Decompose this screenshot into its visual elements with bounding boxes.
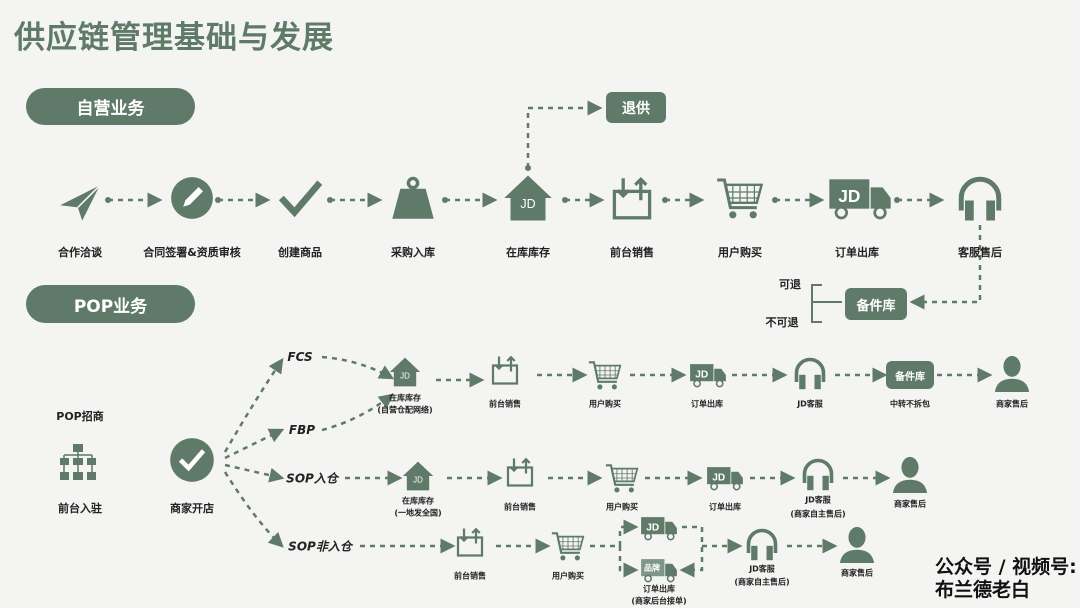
check-circle-icon [169,437,215,483]
node-label: JD客服 [805,495,831,505]
node-label: 用户购买 [552,571,584,581]
pop-recruit-label: POP招商 [56,410,104,423]
cart-icon [588,358,622,392]
step-label: 合同签署&资质审核 [143,246,241,259]
jd-truck-icon [689,361,727,389]
jd-truck-icon [640,514,678,542]
step-label: 在库库存 [506,246,550,259]
step-label: 用户购买 [718,246,762,259]
cart-icon [605,461,639,495]
headset-icon [744,526,780,562]
in-out-box-icon [455,525,485,559]
person-icon [993,354,1031,392]
channel-fbp: FBP [288,423,316,437]
node-note: (自营仓配网络) [377,405,433,415]
channel-fcs: FCS [287,350,313,364]
check-icon [278,176,322,220]
org-chart-icon [58,442,98,482]
step-label: 客服售后 [958,246,1002,259]
step-label: 创建商品 [278,246,322,259]
paper-plane-icon [58,181,102,225]
node-label: 订单出库 [643,584,675,594]
node-label: 订单出库 [709,502,741,512]
in-out-box-icon [490,353,520,387]
node-label: 用户购买 [589,399,621,409]
node-label: 商家售后 [894,499,926,509]
watermark-line1: 公众号 / 视频号: [935,556,1077,578]
in-out-box-icon [610,174,654,222]
channel-sop-in: SOP入仓 [286,471,338,486]
node-label: 商家售后 [841,568,873,578]
node-note: (商家后台接单) [631,596,687,606]
jd-warehouse-icon [402,460,434,492]
channel-sop-out: SOP非入仓 [288,539,352,554]
headset-icon [792,355,828,391]
person-icon [838,525,876,563]
step-label: 前台销售 [610,246,654,259]
page-title: 供应链管理基础与发展 [14,20,334,56]
node-note: (商家自主售后) [790,509,846,519]
pencil-icon [170,176,214,220]
node-label: 订单出库 [691,399,723,409]
node-label: 在库库存 [389,393,421,403]
node-label: JD客服 [749,564,775,574]
step-label: 订单出库 [835,246,879,259]
person-icon [891,455,929,493]
headset-icon [800,456,836,492]
jd-warehouse-icon [389,356,421,388]
node-label: 商家售后 [996,399,1028,409]
node-note: 中转不拆包 [890,399,930,409]
open-store-label: 商家开店 [170,502,214,515]
self-operated-header: 自营业务 [26,88,195,125]
cart-icon [716,174,764,222]
cart-icon [551,529,585,563]
weight-icon [390,175,436,221]
node-label: 前台销售 [504,502,536,512]
node-label: JD客服 [797,399,823,409]
node-label: 前台销售 [454,571,486,581]
headset-icon [955,173,1005,223]
spare-warehouse-box: 备件库 [845,288,907,320]
jd-truck-icon [706,464,744,492]
return-supply-box: 退供 [606,92,666,123]
step-label: 采购入库 [391,246,435,259]
node-label: 在库库存 [402,496,434,506]
jd-truck-icon [828,174,892,222]
node-note: (商家自主售后) [734,577,790,587]
non-returnable-label: 不可退 [765,316,799,329]
returnable-label: 可退 [779,278,801,291]
spare-warehouse-box: 备件库 [886,361,934,389]
node-label: 前台销售 [489,399,521,409]
pop-header: POP业务 [26,285,195,323]
node-label: 用户购买 [606,502,638,512]
brand-truck-text: 品牌 [644,563,660,573]
in-out-box-icon [505,455,535,489]
jd-warehouse-icon [503,173,553,223]
onboard-label: 前台入驻 [58,502,102,515]
node-note: (一地发全国) [394,508,442,518]
watermark-line2: 布兰德老白 [935,579,1031,601]
step-label: 合作洽谈 [58,246,102,259]
